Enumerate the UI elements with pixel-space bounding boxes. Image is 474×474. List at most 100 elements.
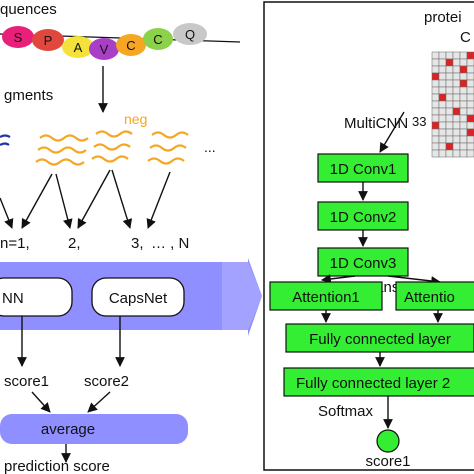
matrix-cell (459, 58, 468, 67)
matrix-cell (466, 65, 474, 74)
matrix-cell (445, 51, 454, 60)
matrix-cell (445, 135, 454, 144)
matrix-cell (431, 65, 440, 74)
matrix-cell (452, 100, 461, 109)
matrix-cell (431, 72, 440, 81)
multicnn-label: MultiCNN (344, 115, 408, 132)
attention1-label: Attention1 (292, 289, 360, 306)
positive-fragments (0, 134, 11, 146)
fc2-box (283, 367, 474, 397)
output-score-label: score1 (365, 453, 410, 470)
matrix-cell (431, 128, 440, 137)
amino-acid-C2-letter: C (153, 32, 162, 47)
matrix-cell (459, 72, 468, 81)
matrix-cell (466, 114, 474, 123)
matrix-cell (459, 107, 468, 116)
matrix-cell (459, 121, 468, 130)
index-label-3: 3, (131, 235, 144, 252)
matrix-cell (466, 135, 474, 144)
matrix-cell (452, 86, 461, 95)
matrix-cell (452, 107, 461, 116)
matrix-cell (438, 58, 447, 67)
matrix-cell (431, 100, 440, 109)
amino-acid-A: A (62, 36, 94, 58)
amino-acid-V-letter: V (100, 42, 109, 57)
matrix-cell (431, 79, 440, 88)
matrix-cell (438, 72, 447, 81)
matrix-number: 33 (412, 114, 426, 129)
matrix-cell (459, 93, 468, 102)
matrix-cell (459, 114, 468, 123)
matrix-cell (431, 51, 440, 60)
amino-acid-P: P (32, 29, 64, 51)
amino-acid-C2: C (143, 28, 173, 50)
matrix-cell (445, 65, 454, 74)
protein-label: protei (424, 9, 462, 26)
conv2-label: 1D Conv2 (330, 209, 397, 226)
fc2-label: Fully connected layer 2 (296, 375, 450, 392)
arrow-conv3-attention1 (321, 274, 356, 284)
matrix-cell (431, 114, 440, 123)
matrix-cell (438, 51, 447, 60)
matrix-cell (438, 86, 447, 95)
matrix-cell (459, 149, 468, 158)
matrix-cell (452, 51, 461, 60)
matrix-cell (452, 79, 461, 88)
matrix-cell (452, 121, 461, 130)
matrix-cell (438, 149, 447, 158)
matrix-cell (445, 121, 454, 130)
matrix-cell (438, 121, 447, 130)
matrix-cell (431, 107, 440, 116)
matrix-cell (438, 114, 447, 123)
matrix-cell (466, 149, 474, 158)
score1-label: score1 (4, 373, 49, 390)
matrix-cell (452, 135, 461, 144)
lane-arrow-top-fade (222, 262, 262, 330)
arrow-matrix-conv1 (379, 111, 405, 153)
matrix-cell (466, 100, 474, 109)
matrix-cell (466, 79, 474, 88)
model-1-label: NN (2, 290, 24, 307)
matrix-cell (438, 79, 447, 88)
matrix-cell (459, 86, 468, 95)
matrix-cell (445, 149, 454, 158)
matrix-cell (431, 142, 440, 151)
score2-label: score2 (84, 373, 129, 390)
average-label: average (41, 421, 95, 438)
matrix-cell (466, 58, 474, 67)
amino-acid-Q-letter: Q (185, 27, 195, 42)
matrix-cell (445, 72, 454, 81)
matrix-cell (452, 93, 461, 102)
matrix-cell (459, 135, 468, 144)
matrix-cell (459, 100, 468, 109)
index-label-2: 2, (68, 235, 81, 252)
amino-acid-Q: Q (173, 23, 207, 45)
matrix-cell (438, 135, 447, 144)
matrix-cell (466, 142, 474, 151)
fragments-ellipsis: ... (204, 139, 216, 155)
matrix-cell (438, 107, 447, 116)
arrow-score2-average (87, 391, 111, 413)
matrix-cell (445, 100, 454, 109)
amino-acid-C1-letter: C (126, 38, 135, 53)
index-label-n: … , N (151, 235, 189, 252)
matrix-cell (452, 72, 461, 81)
protein-label-2: C (460, 29, 471, 46)
matrix-cell (431, 86, 440, 95)
model-box-1 (0, 277, 73, 317)
model-2-label: CapsNet (109, 290, 168, 307)
matrix-cell (466, 51, 474, 60)
matrix-cell (445, 79, 454, 88)
amino-acid-P-letter: P (44, 33, 53, 48)
arrow-score1-average (31, 391, 51, 413)
matrix-cell (466, 128, 474, 137)
matrix-cell (459, 79, 468, 88)
matrix-cell (466, 86, 474, 95)
softmax-label: Softmax (318, 403, 374, 420)
matrix-cell (438, 65, 447, 74)
matrix-cell (452, 114, 461, 123)
matrix-cell (431, 93, 440, 102)
average-bar (0, 414, 188, 444)
fragment-arrows (0, 169, 171, 229)
